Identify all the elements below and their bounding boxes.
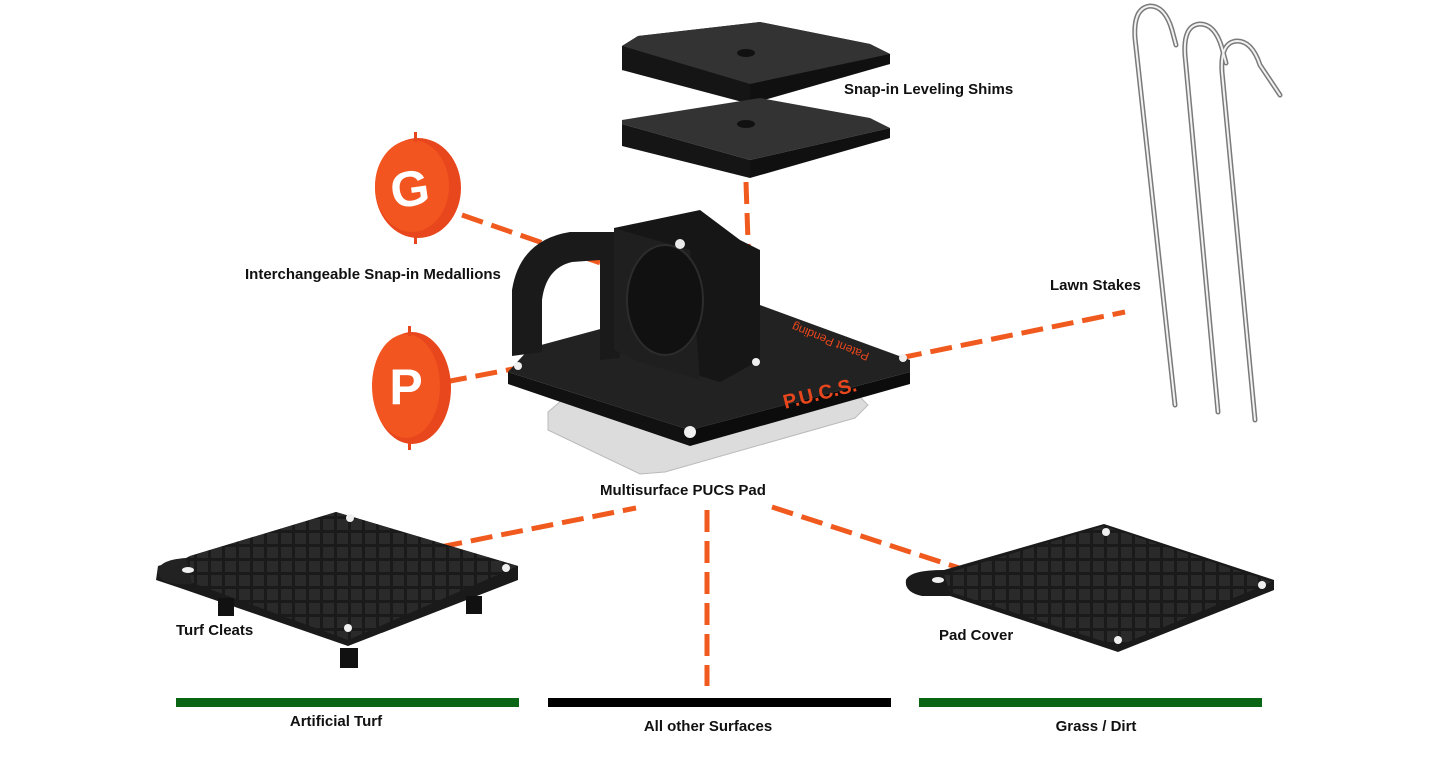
medallion-letter-top: G [387,159,433,220]
lawn-stakes-label: Lawn Stakes [1050,277,1141,294]
shim-bottom [622,98,890,178]
surface-bar-grass-dirt [919,698,1262,707]
shims-label: Snap-in Leveling Shims [844,81,1014,98]
surface-bar-artificial-turf [176,698,519,707]
medallion-letter-bottom: P [389,359,422,415]
shim-top [622,22,890,104]
medallion-icon: G P [372,132,461,450]
medallion-top: G [375,132,461,244]
medallions-label: Interchangeable Snap-in Medallions [245,266,501,283]
surface-label-grass-dirt: Grass / Dirt [1055,718,1137,735]
turf-cleats-icon [156,512,518,668]
pad-cover-connector [771,504,991,581]
stake-connector [899,309,1126,361]
lawn-stake-icon [1132,3,1283,423]
medallion-bottom: P [372,326,451,450]
pad-cover-icon [905,524,1274,652]
leveling-shim-icon [622,22,890,178]
surface-bar-all-other [548,698,891,707]
surface-label-artificial-turf: Artificial Turf [289,713,383,730]
turf-cleats-label: Turf Cleats [176,622,254,639]
pad-label: Multisurface PUCS Pad [600,482,766,499]
surface-label-all-other: All other Surfaces [643,718,773,735]
pad-cover-label: Pad Cover [939,627,1014,644]
pucs-base-icon: Patent Pending P.U.C.S. [508,210,910,475]
